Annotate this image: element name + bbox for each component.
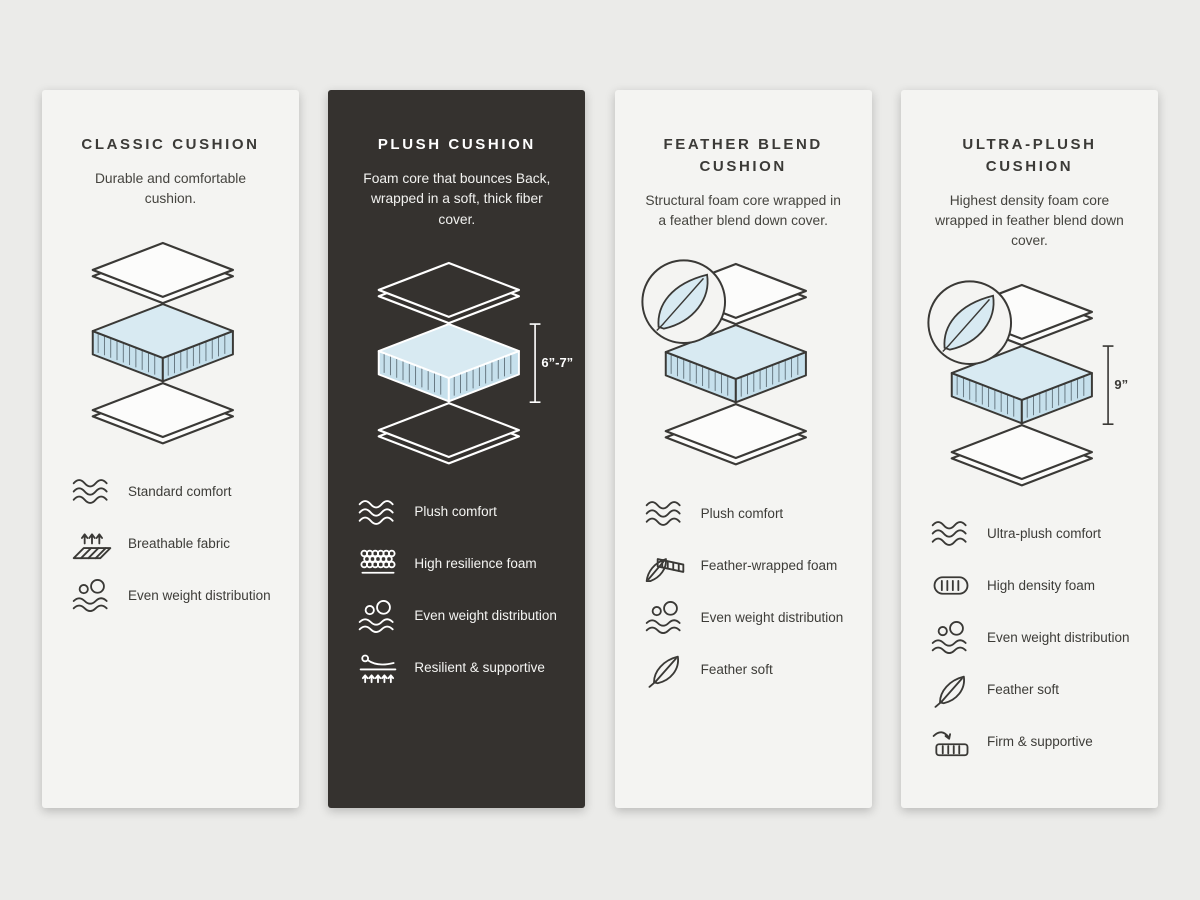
feature-item: Plush comfort [356,493,563,531]
firm-supportive-icon [929,723,973,760]
cushion-illustration [64,234,277,445]
feature-item: Breathable fabric [70,525,277,563]
card-title: CLASSIC CUSHION [81,136,260,153]
feature-label: Breathable fabric [128,535,231,551]
feature-label: High density foam [986,577,1096,593]
feather-badge [641,259,726,345]
card-description: Highest density foam core wrapped in fea… [935,192,1124,249]
feature-item: Even weight distribution [643,598,850,636]
feature-item: High density foam [929,567,1136,605]
feature-label: High resilience foam [414,556,537,572]
feature-label: Feather-wrapped foam [700,557,838,573]
card-feather-blend-cushion: FEATHER BLEND CUSHION Structural foam co… [614,90,872,808]
waves-icon [70,473,114,510]
feature-item: Even weight distribution [70,577,277,615]
resilience-foam-icon [356,546,400,583]
feature-label: Even weight distribution [986,629,1130,645]
feature-label: Even weight distribution [128,587,271,603]
cushion-illustration: 6”-7” [350,254,574,465]
feature-list: Standard comfort Breathable fabric Even … [64,473,277,615]
card-ultra-plush-cushion: ULTRA-PLUSH CUSHION Highest density foam… [900,90,1158,808]
feather-badge [927,280,1013,365]
feature-label: Even weight distribution [414,608,557,624]
feature-item: High resilience foam [356,545,563,583]
feature-label: Standard comfort [128,483,232,499]
feather-icon [643,651,687,688]
height-measure: 9” [1102,344,1128,425]
card-title: ULTRA-PLUSH CUSHION [962,136,1097,175]
feature-item: Plush comfort [643,494,850,532]
card-description: Foam core that bounces Back, wrapped in … [363,170,551,227]
svg-text:6”-7”: 6”-7” [542,355,574,370]
even-weight-icon [356,598,400,635]
waves-icon [643,495,687,532]
feature-label: Feather soft [986,681,1060,697]
feature-item: Feather soft [929,671,1136,709]
waves-icon [929,515,973,552]
feature-label: Ultra-plush comfort [986,525,1102,541]
card-plush-cushion: PLUSH CUSHION Foam core that bounces Bac… [328,90,586,808]
feature-item: Ultra-plush comfort [929,515,1136,553]
resilient-supportive-icon [356,650,400,687]
feature-item: Resilient & supportive [356,649,563,687]
card-title: FEATHER BLEND CUSHION [663,136,823,175]
feature-label: Resilient & supportive [414,660,545,676]
feature-item: Firm & supportive [929,723,1136,761]
feature-item: Feather soft [643,650,850,688]
feature-label: Plush comfort [700,505,784,521]
card-title: PLUSH CUSHION [377,136,536,153]
even-weight-icon [929,619,973,656]
feather-icon [929,671,973,708]
height-measure: 6”-7” [530,323,574,404]
feature-label: Feather soft [700,661,773,677]
feature-label: Firm & supportive [986,733,1093,749]
even-weight-icon [643,599,687,636]
feature-item: Standard comfort [70,473,277,511]
feature-list: Plush comfort High resilience foam Even … [350,493,563,687]
feature-label: Even weight distribution [700,609,844,625]
high-density-foam-icon [929,567,973,604]
waves-icon [356,494,400,531]
feature-item: Even weight distribution [929,619,1136,657]
card-description: Structural foam core wrapped in a feathe… [645,192,841,228]
svg-text:9”: 9” [1114,377,1128,392]
card-classic-cushion: CLASSIC CUSHION Durable and comfortable … [42,90,299,808]
even-weight-icon [70,577,114,614]
feature-item: Feather-wrapped foam [643,546,850,584]
cushion-illustration [637,255,850,466]
feather-wrapped-foam-icon [643,547,687,584]
feature-list: Plush comfort Feather-wrapped foam Even … [637,494,850,688]
feature-list: Ultra-plush comfort High density foam Ev… [923,515,1136,761]
cushion-illustration: 9” [923,276,1136,487]
card-description: Durable and comfortable cushion. [94,170,247,207]
feature-label: Plush comfort [414,504,497,520]
feature-item: Even weight distribution [356,597,563,635]
breathable-fabric-icon [70,525,114,562]
